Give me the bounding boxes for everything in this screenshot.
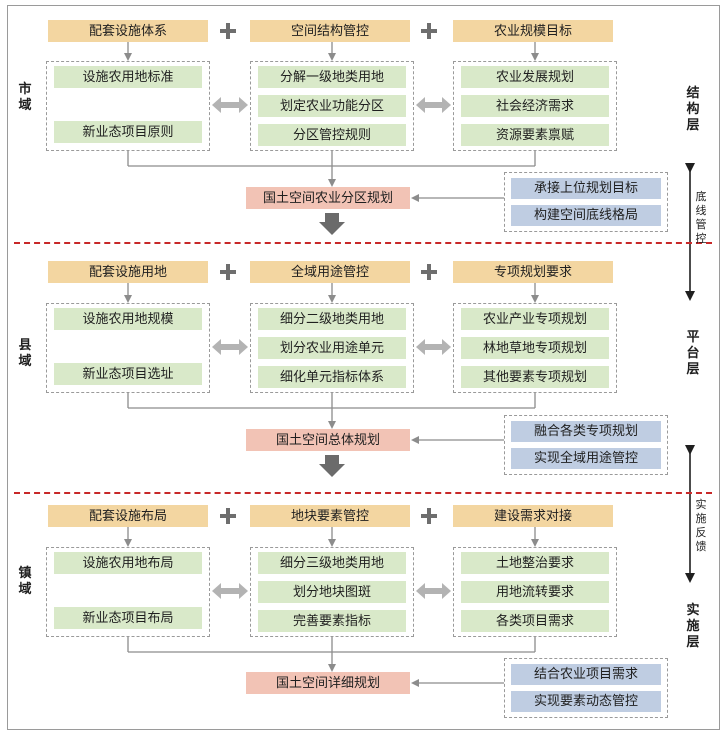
s3-mid-item: 划分地块图斑 (258, 581, 406, 603)
s3-side-item: 实现要素动态管控 (511, 691, 661, 712)
s2-mid-group (250, 303, 414, 393)
s3-left-group (46, 547, 210, 637)
region-label: 县域 (18, 338, 32, 369)
s3-right-item: 用地流转要求 (461, 581, 609, 603)
s3-mid-item: 完善要素指标 (258, 610, 406, 632)
down-arrow (319, 213, 345, 235)
s3-top-left: 配套设施布局 (48, 505, 208, 527)
double-arrow (212, 583, 248, 599)
s2-side-item: 实现全域用途管控 (511, 448, 661, 469)
s2-top-right: 专项规划要求 (453, 261, 613, 283)
s2-mid-item: 划分农业用途单元 (258, 337, 406, 359)
s1-mid-item: 分解一级地类用地 (258, 66, 406, 88)
s2-right-group (453, 303, 617, 393)
s1-right-item: 社会经济需求 (461, 95, 609, 117)
s2-result: 国土空间总体规划 (246, 429, 410, 451)
plus-icon (421, 508, 437, 524)
section-separator (14, 242, 712, 244)
s1-right-item: 农业发展规划 (461, 66, 609, 88)
s1-top-mid: 空间结构管控 (250, 20, 410, 42)
s2-left-item: 设施农用地规模 (54, 308, 202, 330)
s1-left-item: 设施农用地标准 (54, 66, 202, 88)
region-label: 市域 (18, 82, 32, 113)
s2-side-group (504, 415, 668, 475)
s2-right-item: 其他要素专项规划 (461, 366, 609, 388)
s3-mid-item: 细分三级地类用地 (258, 552, 406, 574)
s2-mid-item: 细化单元指标体系 (258, 366, 406, 388)
double-arrow (212, 97, 248, 113)
plus-icon (421, 23, 437, 39)
s3-top-right: 建设需求对接 (453, 505, 613, 527)
double-arrow (416, 339, 451, 355)
s1-right-group (453, 61, 617, 151)
s1-mid-group (250, 61, 414, 151)
region-label: 镇域 (18, 566, 32, 597)
s2-left-item: 新业态项目选址 (54, 363, 202, 385)
s3-mid-group (250, 547, 414, 637)
s3-result: 国土空间详细规划 (246, 672, 410, 694)
plus-icon (220, 23, 236, 39)
double-arrow (212, 339, 248, 355)
s1-left-group (46, 61, 210, 151)
section-separator (14, 492, 712, 494)
layer-label: 平台层 (686, 330, 700, 377)
s3-right-group (453, 547, 617, 637)
s2-side-item: 融合各类专项规划 (511, 421, 661, 442)
plus-icon (421, 264, 437, 280)
s1-mid-item: 分区管控规则 (258, 124, 406, 146)
s1-left-item: 新业态项目原则 (54, 121, 202, 143)
arrow-label: 实施反馈 (695, 498, 707, 553)
down-arrow (319, 455, 345, 477)
s3-right-item: 各类项目需求 (461, 610, 609, 632)
s2-top-mid: 全域用途管控 (250, 261, 410, 283)
double-arrow (416, 97, 451, 113)
s2-right-item: 农业产业专项规划 (461, 308, 609, 330)
s2-left-group (46, 303, 210, 393)
s1-result: 国土空间农业分区规划 (246, 187, 410, 209)
s2-top-left: 配套设施用地 (48, 261, 208, 283)
s1-mid-item: 划定农业功能分区 (258, 95, 406, 117)
s1-top-left: 配套设施体系 (48, 20, 208, 42)
layer-label: 实施层 (686, 603, 700, 650)
s1-side-item: 承接上位规划目标 (511, 178, 661, 199)
s1-right-item: 资源要素禀赋 (461, 124, 609, 146)
plus-icon (220, 264, 236, 280)
double-arrow (416, 583, 451, 599)
s3-side-item: 结合农业项目需求 (511, 664, 661, 685)
s1-side-item: 构建空间底线格局 (511, 205, 661, 226)
arrow-label: 底线管控 (695, 190, 707, 245)
s3-left-item: 新业态项目布局 (54, 607, 202, 629)
s3-right-item: 土地整治要求 (461, 552, 609, 574)
diagram-frame (7, 5, 720, 730)
layer-label: 结构层 (686, 86, 700, 133)
s3-side-group (504, 658, 668, 718)
s2-mid-item: 细分二级地类用地 (258, 308, 406, 330)
s1-top-right: 农业规模目标 (453, 20, 613, 42)
plus-icon (220, 508, 236, 524)
s3-top-mid: 地块要素管控 (250, 505, 410, 527)
s2-right-item: 林地草地专项规划 (461, 337, 609, 359)
s3-left-item: 设施农用地布局 (54, 552, 202, 574)
s1-side-group (504, 172, 668, 232)
